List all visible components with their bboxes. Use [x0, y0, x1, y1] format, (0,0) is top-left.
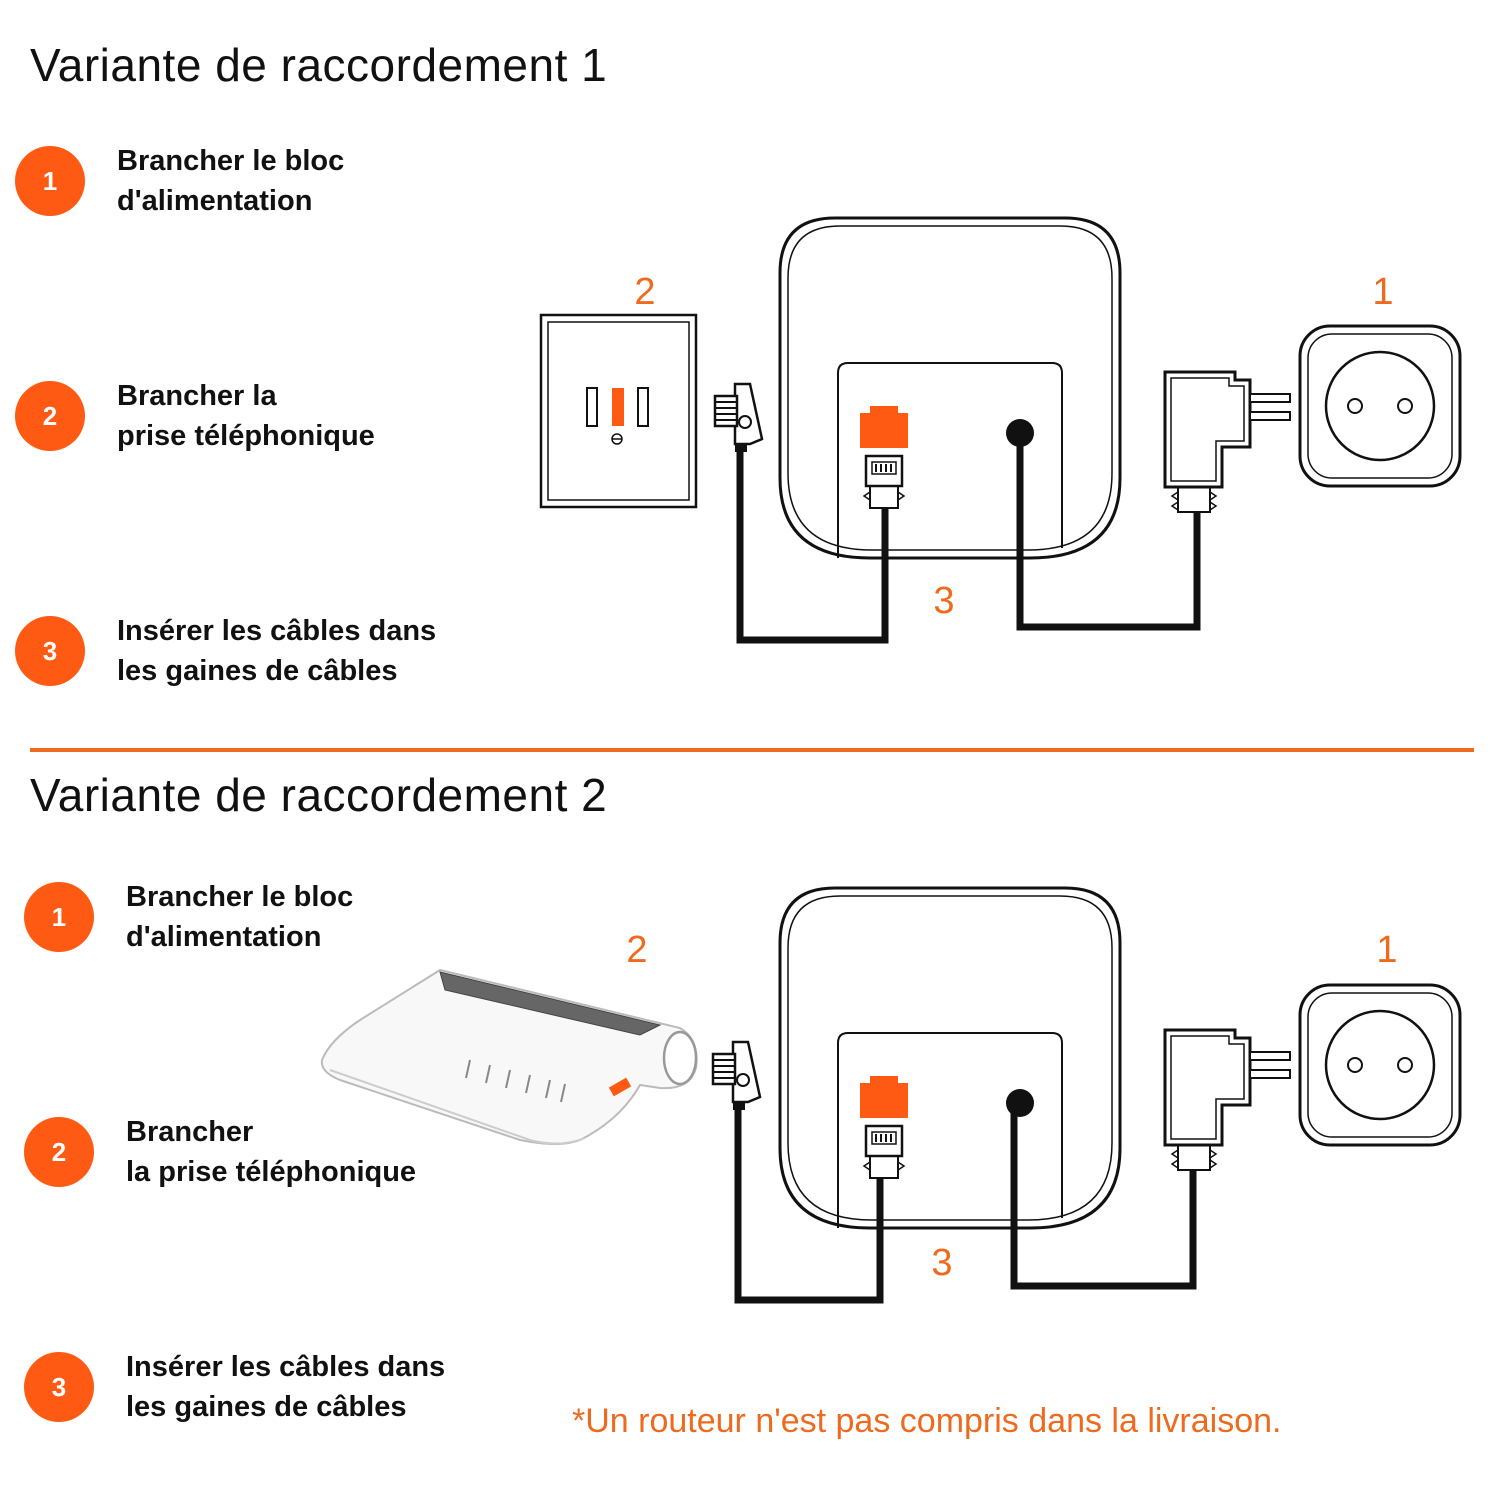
step-badge: 3: [15, 616, 85, 686]
label-router: 2: [626, 929, 647, 971]
variant-2-step-2: 2 Brancher la prise téléphonique: [24, 1112, 416, 1192]
base-station-icon: [778, 216, 1122, 560]
step-text-line: Insérer les câbles dans: [126, 1351, 446, 1383]
step-text-line: Brancher le bloc: [117, 145, 345, 177]
step-badge: 1: [15, 146, 85, 216]
power-outlet-icon: [1298, 324, 1462, 488]
label-cable-channel: 3: [931, 1242, 952, 1284]
step-text: Brancher la prise téléphonique: [117, 376, 375, 456]
variant-1-step-1: 1 Brancher le bloc d'alimentation: [15, 141, 344, 221]
variant-1-title: Variante de raccordement 1: [30, 39, 608, 91]
step-text: Insérer les câbles dans les gaines de câ…: [126, 1347, 445, 1427]
step-text-line: d'alimentation: [126, 921, 322, 953]
step-text-line: les gaines de câbles: [117, 655, 398, 687]
variant-2-title: Variante de raccordement 2: [30, 769, 608, 821]
phone-cable: [736, 452, 889, 644]
power-cable: [1010, 1100, 1197, 1290]
phone-plug-icon: [713, 382, 764, 454]
step-badge: 2: [15, 381, 85, 451]
variant-2-step-1: 1 Brancher le bloc d'alimentation: [24, 877, 353, 957]
step-text: Insérer les câbles dans les gaines de câ…: [117, 611, 436, 691]
power-adapter-icon: [1163, 370, 1292, 514]
step-text-line: prise téléphonique: [117, 420, 375, 452]
variant-1-diagram: 2 1 3: [539, 216, 1462, 644]
step-text: Brancher le bloc d'alimentation: [126, 877, 353, 957]
phone-plug-icon: [711, 1040, 762, 1112]
label-power-outlet: 1: [1372, 271, 1393, 313]
power-adapter-icon: [1163, 1028, 1292, 1172]
phone-cable: [734, 1110, 884, 1304]
step-text-line: Brancher: [126, 1116, 254, 1148]
step-text-line: les gaines de câbles: [126, 1391, 407, 1423]
step-badge: 2: [24, 1117, 94, 1187]
step-text-line: d'alimentation: [117, 185, 313, 217]
variant-1-step-3: 3 Insérer les câbles dans les gaines de …: [15, 611, 436, 691]
label-cable-channel: 3: [933, 580, 954, 622]
label-wall-socket: 2: [634, 271, 655, 313]
step-text-line: Insérer les câbles dans: [117, 615, 437, 647]
footnote: *Un routeur n'est pas compris dans la li…: [572, 1402, 1282, 1440]
router-icon: [320, 968, 698, 1145]
step-text: Brancher la prise téléphonique: [126, 1112, 416, 1192]
step-text-line: la prise téléphonique: [126, 1156, 417, 1188]
base-station-icon: [778, 886, 1122, 1230]
step-badge: 1: [24, 882, 94, 952]
power-cable: [1016, 440, 1201, 631]
power-outlet-icon: [1298, 983, 1462, 1147]
section-divider: [30, 748, 1474, 752]
variant-2-diagram: 2 1 3: [320, 886, 1462, 1304]
phone-wall-socket-icon: [539, 313, 698, 509]
label-power-outlet: 1: [1376, 929, 1397, 971]
step-text-line: Brancher la: [117, 380, 277, 412]
variant-1-step-2: 2 Brancher la prise téléphonique: [15, 376, 375, 456]
step-badge: 3: [24, 1352, 94, 1422]
variant-2-step-3: 3 Insérer les câbles dans les gaines de …: [24, 1347, 445, 1427]
step-text-line: Brancher le bloc: [126, 881, 354, 913]
step-text: Brancher le bloc d'alimentation: [117, 141, 344, 221]
